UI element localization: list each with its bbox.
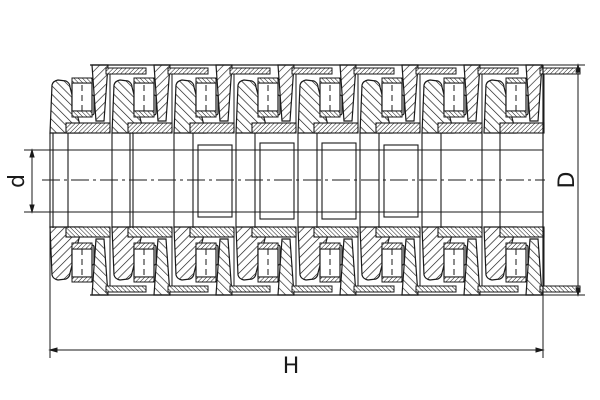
- bearing-stages-lower: [49, 226, 581, 296]
- dimension-d: [24, 148, 50, 214]
- height-dimension-label: H: [282, 354, 300, 379]
- bearing-stages-upper: [49, 64, 581, 134]
- bore-dimension-label: d: [5, 174, 30, 188]
- dimension-H: [48, 228, 545, 358]
- dimension-D: [543, 63, 585, 297]
- outer-diameter-dimension-label: D: [555, 171, 580, 189]
